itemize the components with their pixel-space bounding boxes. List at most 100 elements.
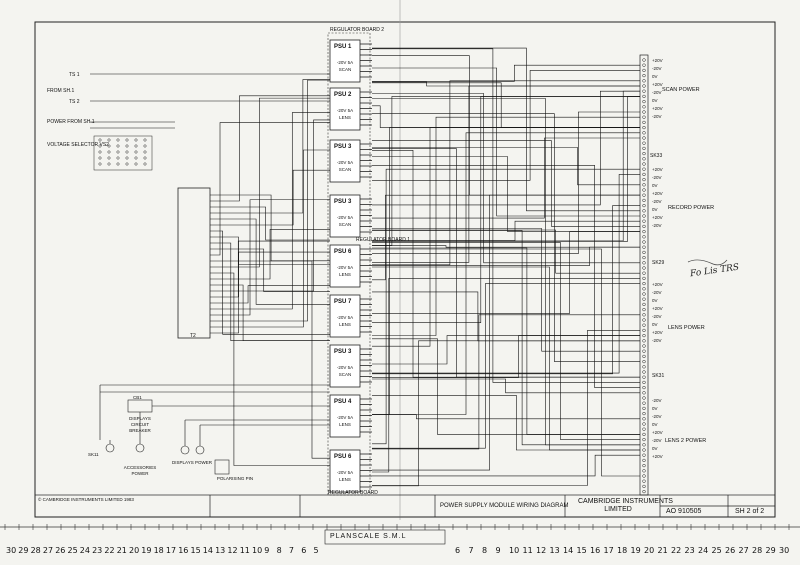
connector-pin xyxy=(642,318,646,322)
connector-pin xyxy=(642,328,646,333)
psu-name: PSU 1 xyxy=(334,44,352,50)
scale-number: 30 xyxy=(6,546,17,555)
wire xyxy=(210,169,330,226)
label-power-from-sh1: POWER FROM SH.1 xyxy=(47,119,95,125)
rail-voltage-label: -20V xyxy=(652,199,662,204)
wire xyxy=(372,64,640,82)
connector-pin xyxy=(642,162,646,166)
psu-name: PSU 3 xyxy=(334,349,352,355)
selector-contact xyxy=(134,138,138,142)
wire xyxy=(372,231,640,314)
connector-pin xyxy=(642,271,646,275)
selector-contact xyxy=(116,156,120,160)
selector-contact xyxy=(143,150,147,154)
selector-contact xyxy=(98,156,102,160)
planscale-text: PLANSCALE S.M.L xyxy=(330,533,407,540)
connector-pin xyxy=(642,339,646,343)
scale-number: 8 xyxy=(482,546,488,555)
copyright-notice: © CAMBRIDGE INSTRUMENTS LIMITED 1983 xyxy=(38,497,134,502)
rail-voltage-label: 0V xyxy=(652,183,658,188)
psu-use: SCAN xyxy=(338,167,352,172)
wire xyxy=(210,206,330,241)
connector-pin xyxy=(642,292,646,296)
rail-voltage-label: -20V xyxy=(652,223,662,228)
connector-pin xyxy=(642,110,646,114)
connector-pin xyxy=(642,484,646,489)
rail-voltage-label: +20V xyxy=(652,454,663,459)
psu-use: LENS xyxy=(339,422,351,427)
scale-number: 27 xyxy=(42,546,54,555)
scale-number: 25 xyxy=(67,546,78,555)
connector-pin xyxy=(642,94,646,99)
psu-rating: -20V 5A xyxy=(336,215,354,220)
selector-contact xyxy=(116,162,120,166)
rail-voltage-label: 0V xyxy=(652,322,658,327)
scale-number: 10 xyxy=(252,546,263,555)
transformer-block xyxy=(177,187,211,339)
connector-pin xyxy=(642,463,646,468)
scale-number: 15 xyxy=(576,546,587,555)
rail-voltage-label: 0V xyxy=(652,422,658,427)
rail-voltage-label: -20V xyxy=(652,114,662,119)
selector-contact xyxy=(143,144,147,148)
rail-voltage-label: -20V xyxy=(652,414,662,419)
wire xyxy=(372,335,640,365)
connector-pin xyxy=(642,141,646,145)
psu-name: PSU 4 xyxy=(334,399,352,405)
wire xyxy=(372,340,640,487)
wire xyxy=(372,168,640,445)
wire xyxy=(210,260,330,459)
wire xyxy=(210,95,330,202)
wire xyxy=(372,378,640,394)
psu-box xyxy=(329,244,361,288)
scale-number: 20 xyxy=(129,546,140,555)
wire xyxy=(210,97,330,268)
wire xyxy=(372,132,640,415)
wire xyxy=(372,338,640,435)
psu-use: LENS xyxy=(339,477,351,482)
scale-number: 25 xyxy=(711,546,722,555)
rail-voltage-label: +20V xyxy=(652,82,663,87)
connector-pin xyxy=(642,349,646,353)
connector-pin xyxy=(642,229,646,234)
scale-number: 19 xyxy=(630,546,641,555)
wire xyxy=(372,127,640,415)
wire xyxy=(372,140,640,227)
psu-rating: -20V 5A xyxy=(336,60,354,65)
wire xyxy=(372,81,640,87)
selector-contact xyxy=(98,162,102,166)
selector-contact xyxy=(143,162,147,166)
scale-number: 6 xyxy=(301,546,307,555)
psu-box xyxy=(329,344,361,388)
rail-voltage-label: 0V xyxy=(652,98,658,103)
wire xyxy=(372,247,640,435)
wire xyxy=(372,248,640,477)
selector-contact xyxy=(143,138,147,142)
scale-number: 11 xyxy=(239,546,250,555)
rail-voltage-label: +20V xyxy=(652,330,663,335)
label-displays-power: DISPLAYS POWER xyxy=(172,460,212,465)
scale-number: 26 xyxy=(55,546,66,555)
label-sk31: SK31 xyxy=(652,373,665,379)
connector-pin xyxy=(642,68,646,73)
wire xyxy=(372,90,640,206)
wire xyxy=(372,147,640,186)
label-regulator-board-bottom: REGULATOR BOARD xyxy=(328,490,378,496)
connector-pin xyxy=(642,219,646,223)
connector-pin xyxy=(642,235,646,239)
rail-voltage-label: -20V xyxy=(652,290,662,295)
wire xyxy=(372,291,640,342)
label-ts1: TS 1 xyxy=(69,72,80,78)
selector-contact xyxy=(143,156,147,160)
label-lens-power: LENS POWER xyxy=(668,325,705,331)
scale-number: 24 xyxy=(79,546,90,555)
label-from-sh1-a: FROM SH.1 xyxy=(47,88,75,94)
psu-use: LENS xyxy=(339,272,351,277)
wire xyxy=(372,67,640,217)
wire xyxy=(372,150,640,378)
right-connector-pins xyxy=(642,58,646,494)
label-sk33: SK33 xyxy=(650,153,663,159)
scale-number: 21 xyxy=(657,546,668,555)
